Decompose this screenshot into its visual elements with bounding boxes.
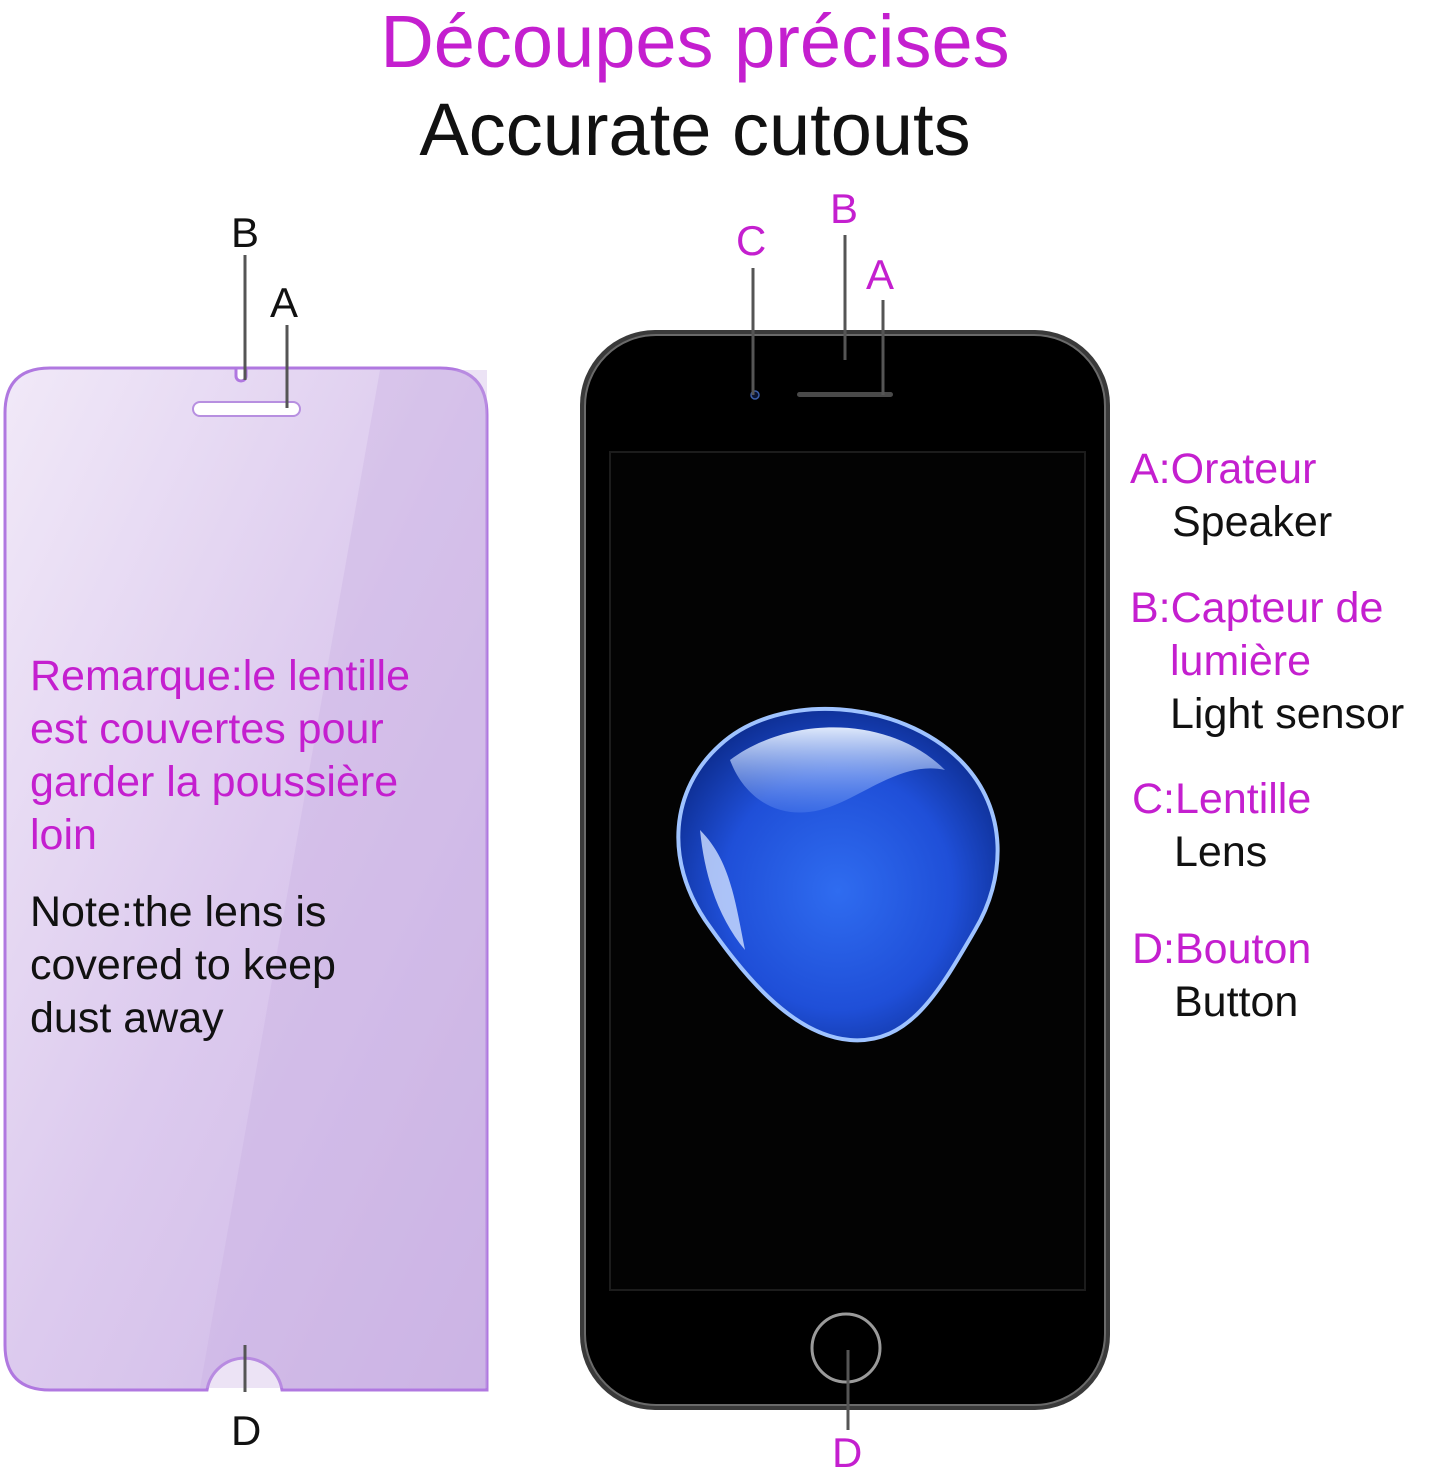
legend-d-english: Button [1174, 978, 1299, 1026]
glass-label-a: A [270, 279, 299, 326]
title-english: Accurate cutouts [419, 88, 971, 171]
glass-label-d: D [231, 1407, 262, 1454]
note-french-line: loin [30, 811, 97, 859]
legend-d-french: D:Bouton [1132, 925, 1312, 973]
legend-c-french: C:Lentille [1132, 775, 1312, 823]
phone-label-b: B [830, 185, 859, 232]
water-drop-wallpaper [676, 706, 1000, 1043]
note-french-line: garder la poussière [30, 758, 399, 806]
earpiece-speaker [797, 392, 893, 397]
legend-b-english: Light sensor [1170, 690, 1405, 738]
legend-c-english: Lens [1174, 828, 1268, 876]
legend-b-french: B:Capteur de [1130, 584, 1384, 632]
legend-b-french-2: lumière [1170, 637, 1311, 685]
legend-a-french: A:Orateur [1130, 445, 1317, 493]
glass-screen-protector [3, 366, 489, 1392]
note-english-line: Note:the lens is [30, 888, 327, 936]
glass-label-b: B [231, 209, 260, 256]
note-english-line: covered to keep [30, 941, 336, 989]
home-button [810, 1312, 882, 1384]
phone-label-c: C [736, 217, 767, 264]
title-french: Découpes précises [380, 0, 1010, 83]
phone-label-d: D [832, 1429, 863, 1476]
note-french-line: Remarque:le lentille [30, 652, 411, 700]
speaker-cutout [192, 401, 301, 417]
note-french-line: est couvertes pour [30, 705, 384, 753]
phone [580, 330, 1110, 1410]
note-english: Note:the lens is covered to keep dust aw… [30, 886, 336, 1045]
note-french: Remarque:le lentille est couvertes pour … [30, 650, 410, 862]
note-english-line: dust away [30, 994, 224, 1042]
phone-label-a: A [866, 251, 895, 298]
legend-a-english: Speaker [1172, 498, 1333, 546]
